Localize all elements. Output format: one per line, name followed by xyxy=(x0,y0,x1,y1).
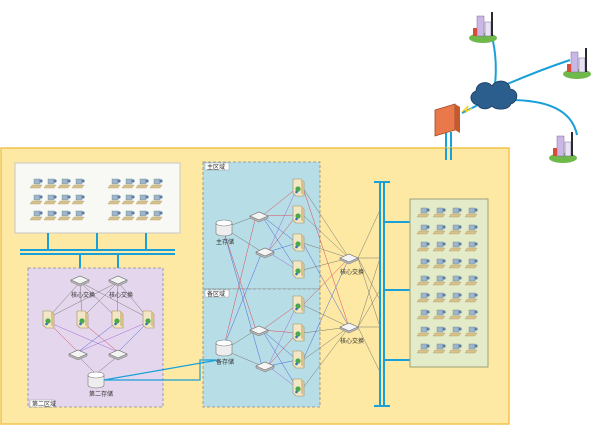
remote-site-top xyxy=(468,11,498,44)
server-icon xyxy=(292,260,305,279)
distribution-bus xyxy=(374,148,452,407)
server-icon xyxy=(111,310,124,329)
storage-replication-link xyxy=(104,359,216,381)
main-storage-label: 主存储 xyxy=(216,238,234,246)
core-switch-label-1: 核心交换 xyxy=(340,268,364,276)
standby-storage-label: 备存储 xyxy=(216,358,234,366)
server-icon xyxy=(142,310,155,329)
server-icon xyxy=(292,233,305,252)
core-switch-label-2: 核心交换 xyxy=(340,337,364,345)
office-panel xyxy=(14,162,181,234)
server-icon xyxy=(42,310,55,329)
storage-replication-link xyxy=(103,359,219,381)
standby-zone-tag xyxy=(204,289,230,298)
standby-zone-label: 备区域 xyxy=(207,290,225,298)
remote-site-right xyxy=(562,47,592,80)
office-bus xyxy=(20,233,175,270)
second-storage-label: 第二存储 xyxy=(89,390,113,398)
server-icon xyxy=(292,378,305,397)
server-icon xyxy=(292,178,305,197)
wan-links xyxy=(445,29,578,148)
server-icon xyxy=(292,323,305,342)
cloud-icon xyxy=(470,80,518,110)
second-zone-tag xyxy=(29,399,55,408)
main-zone-tag xyxy=(204,162,230,171)
remote-site-bottom xyxy=(548,131,578,164)
server-icon xyxy=(292,205,305,224)
left-switch-label-2: 核心交换 xyxy=(109,291,133,299)
server-icon xyxy=(76,310,89,329)
server-icon xyxy=(292,350,305,369)
firewall-icon xyxy=(434,103,473,137)
second-zone-label: 第二区域 xyxy=(32,400,56,408)
storage-disk-icon xyxy=(215,339,233,357)
storage-disk-icon xyxy=(87,371,105,389)
main-zone-label: 主区域 xyxy=(207,163,225,171)
storage-disk-icon xyxy=(215,219,233,237)
left-switch-label-1: 核心交换 xyxy=(71,291,95,299)
server-icon xyxy=(292,295,305,314)
